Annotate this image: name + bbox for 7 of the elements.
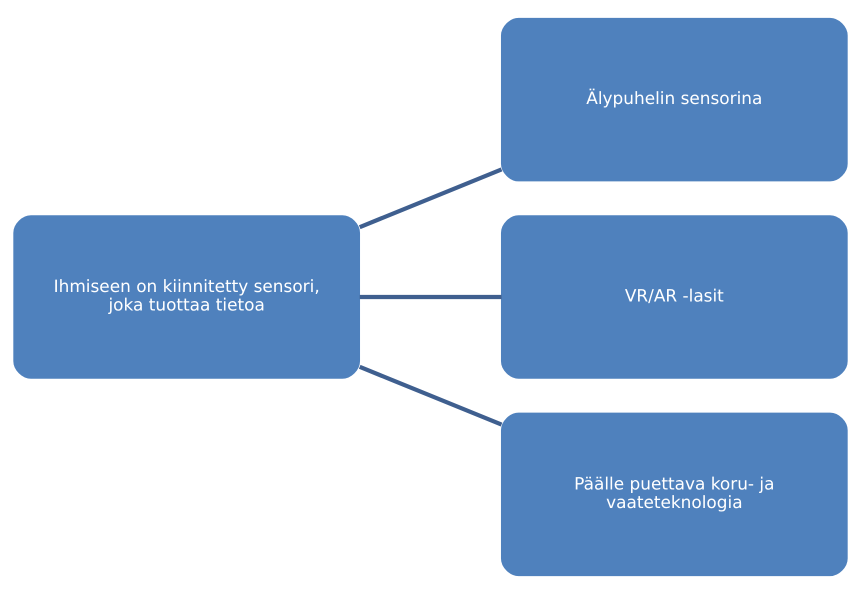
node-box: Päälle puettava koru- ja vaateteknologia	[500, 412, 848, 576]
node-box: VR/AR -lasit	[500, 215, 848, 379]
node-box: Ihmiseen on kiinnitetty sensori, joka tuottaa tietoa	[13, 215, 360, 379]
connector	[358, 364, 502, 427]
connector	[358, 167, 502, 230]
connector	[360, 294, 502, 300]
node-box: Älypuhelin sensorina	[500, 18, 848, 182]
